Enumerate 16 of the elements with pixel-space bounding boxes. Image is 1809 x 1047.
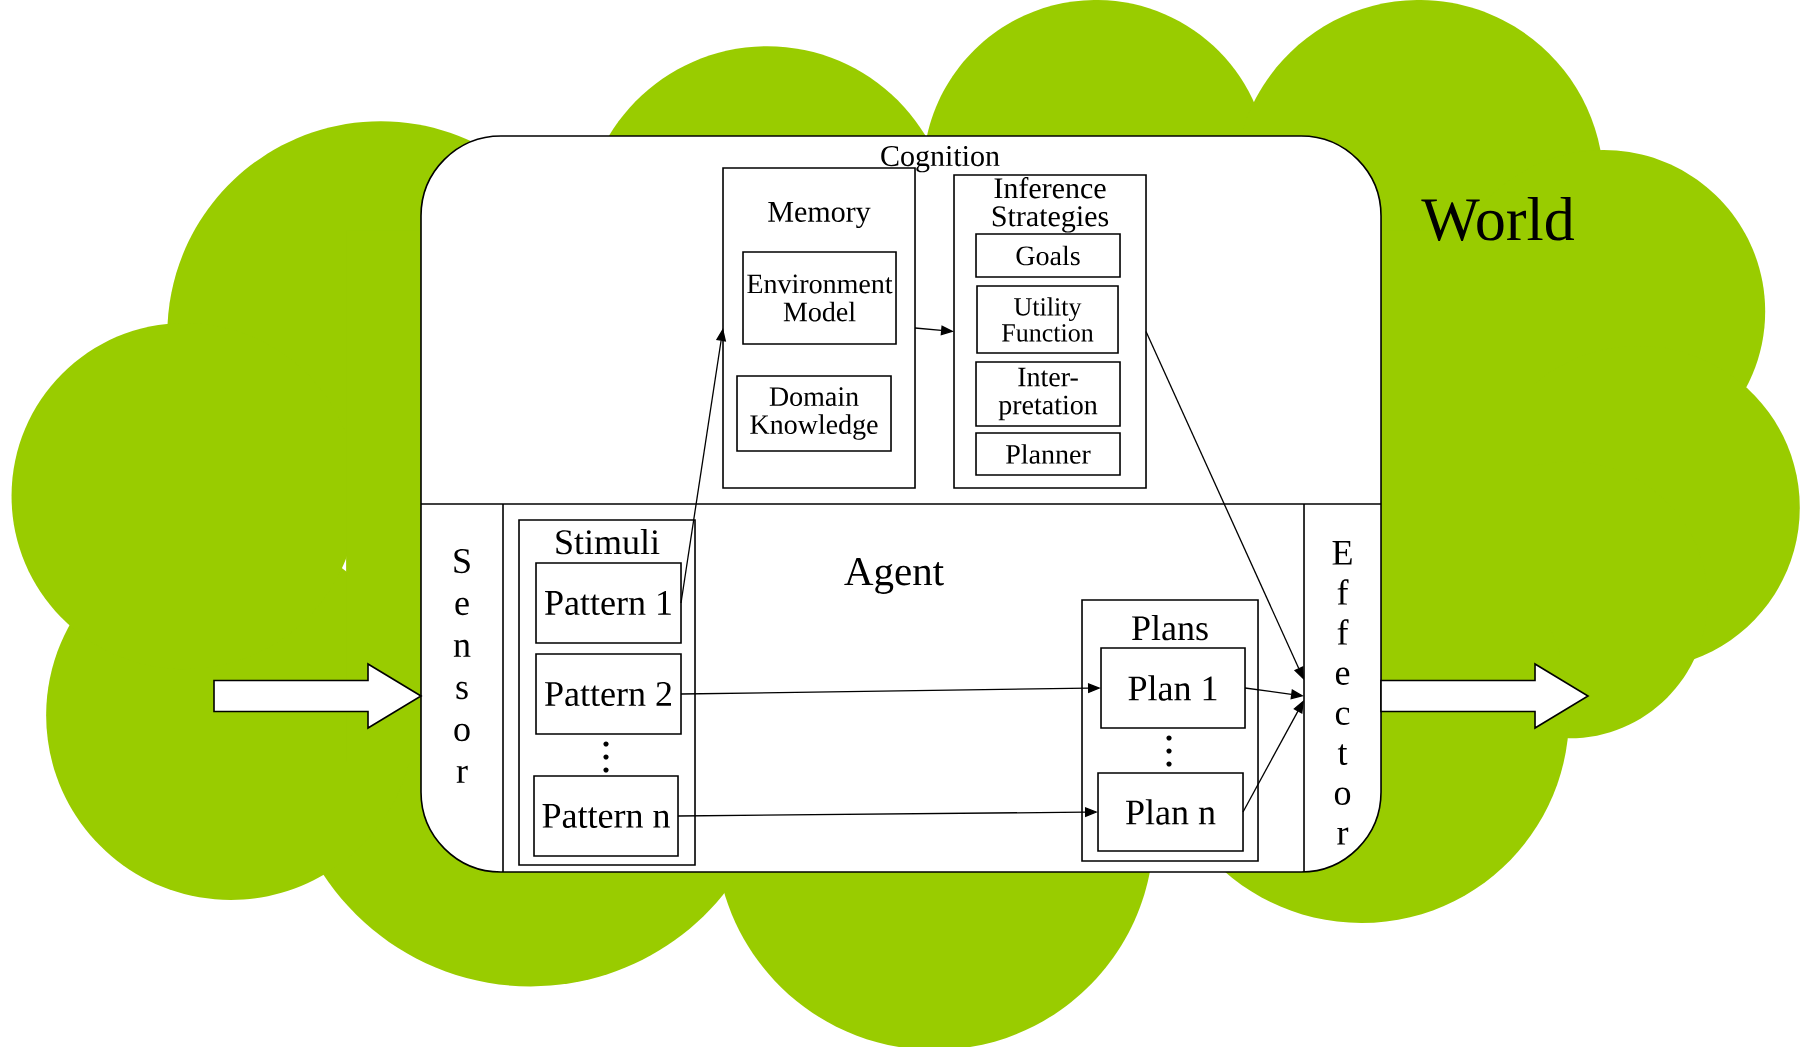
node-label: World — [1421, 196, 1574, 241]
component-box: Goals — [975, 233, 1121, 278]
component-box: Planner — [975, 432, 1121, 476]
component-box: Environment Model — [742, 251, 897, 345]
sensor-column: Sensor — [453, 503, 504, 873]
component-box: Domain Knowledge — [736, 375, 892, 452]
pattern-box: Pattern 2 — [535, 653, 682, 735]
plan-box: Plan 1 — [1100, 647, 1246, 729]
pattern-box: Pattern 1 — [535, 562, 682, 644]
arrow — [1242, 700, 1304, 813]
plan-box: Plan n — [1097, 772, 1244, 852]
component-box: Inter- pretation — [975, 361, 1121, 427]
effector-column: Effector — [1303, 503, 1352, 873]
component-box: Utility Function — [976, 285, 1119, 354]
pattern-box: Pattern n — [533, 775, 679, 857]
block-arrow — [1380, 662, 1590, 730]
